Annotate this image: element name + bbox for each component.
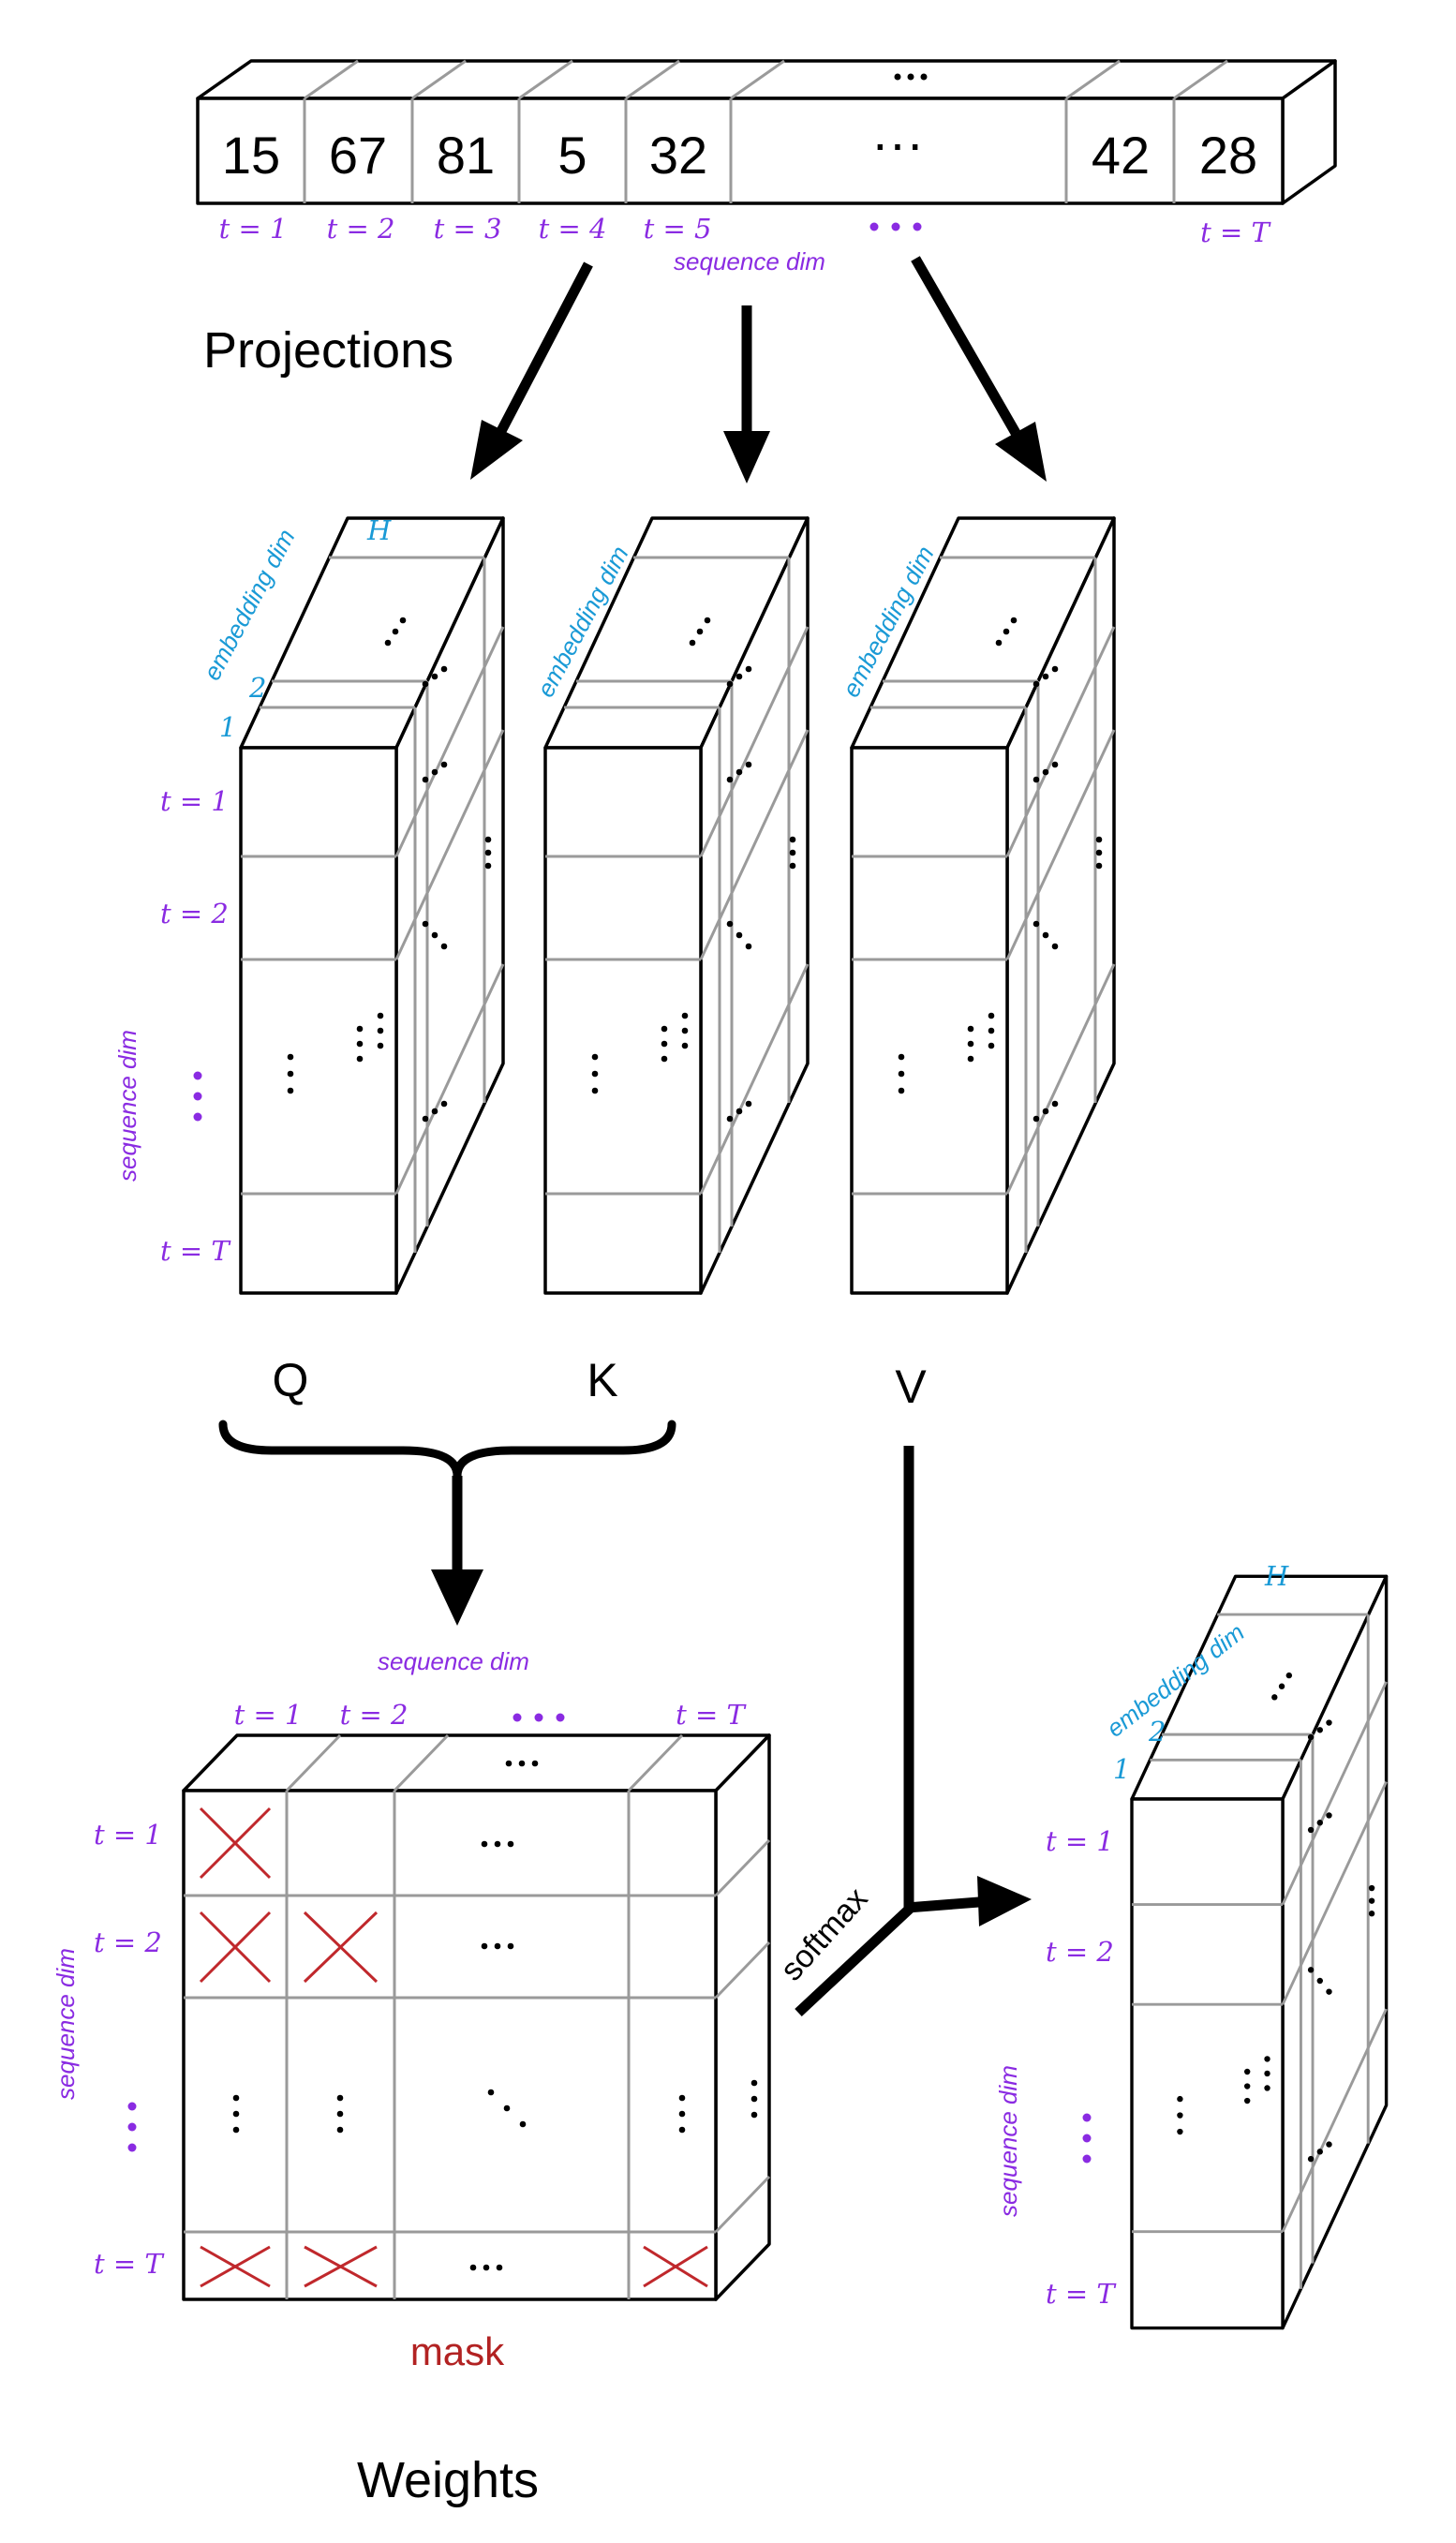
mask-cross <box>200 2245 271 2288</box>
input-sequence-strip: 15 67 81 5 32 ··· 42 28 t = 1 t = 2 t = … <box>196 59 1337 275</box>
seq-dot <box>127 2102 137 2111</box>
seq-dot <box>513 1713 522 1722</box>
output-emb-index-1: 1 <box>1113 1753 1130 1785</box>
time-label-5: t = 5 <box>644 213 712 245</box>
output-emb-index-2: 2 <box>1148 1716 1166 1747</box>
weights-row-label-T: t = T <box>94 2248 165 2280</box>
mask-cross <box>643 2245 708 2288</box>
token-2: 67 <box>329 126 387 185</box>
projection-arrows <box>470 256 1047 483</box>
mask-label: mask <box>410 2329 505 2373</box>
time-label-4: t = 4 <box>539 213 607 245</box>
top-dot <box>894 73 901 81</box>
seq-dot <box>913 222 922 231</box>
seq-dot <box>127 2122 137 2132</box>
seq-dot <box>193 1071 202 1080</box>
time-label-2: t = 2 <box>327 213 395 245</box>
seq-dot <box>127 2143 137 2152</box>
projections-label: Projections <box>203 322 453 379</box>
seq-dot <box>1082 2113 1092 2122</box>
v-label: V <box>895 1361 927 1413</box>
token-1: 15 <box>222 126 280 185</box>
token-8: 28 <box>1199 126 1257 185</box>
softmax-junction <box>795 1446 1032 2017</box>
seq-dot <box>534 1713 543 1722</box>
seq-dot <box>1082 2134 1092 2143</box>
top-dot <box>920 73 928 81</box>
time-label-1: t = 1 <box>219 213 288 245</box>
output-sequence-dim-label: sequence dim <box>994 2065 1022 2217</box>
mask-cross <box>303 1911 379 1984</box>
weights-col-label-T: t = T <box>676 1699 747 1731</box>
output-time-label-T: t = T <box>1046 2278 1117 2310</box>
seq-dot <box>556 1713 565 1722</box>
seq-dot <box>891 222 900 231</box>
seq-dot <box>193 1112 202 1122</box>
output-time-label-1: t = 1 <box>1046 1825 1114 1857</box>
emb-index-2: 2 <box>248 672 266 704</box>
weights-top-dim-label: sequence dim <box>378 1647 529 1675</box>
q-label: Q <box>273 1354 309 1406</box>
output-time-label-2: t = 2 <box>1046 1936 1114 1968</box>
token-7: 42 <box>1092 126 1150 185</box>
mask-cross <box>199 1911 272 1984</box>
token-4: 5 <box>557 126 587 185</box>
q-time-label-2: t = 2 <box>160 898 229 929</box>
token-3: 81 <box>437 126 495 185</box>
weights-matrix <box>182 1733 771 2301</box>
seq-dot <box>869 222 879 231</box>
weights-col-label-2: t = 2 <box>340 1699 409 1731</box>
tensor-q <box>239 516 505 1295</box>
token-5: 32 <box>649 126 707 185</box>
emb-index-1: 1 <box>219 711 236 743</box>
weights-title: Weights <box>357 2452 539 2508</box>
emb-index-H: H <box>366 514 392 546</box>
q-sequence-dim-label: sequence dim <box>113 1030 141 1182</box>
token-ellipsis: ··· <box>871 113 924 172</box>
mask-cross <box>304 2245 378 2288</box>
weights-row-label-1: t = 1 <box>94 1819 162 1851</box>
seq-dot <box>193 1092 202 1101</box>
top-dot <box>907 73 914 81</box>
sequence-dim-label: sequence dim <box>674 247 825 275</box>
q-time-label-1: t = 1 <box>160 785 229 817</box>
softmax-label: softmax <box>774 1881 875 1987</box>
seq-dot <box>1082 2154 1092 2164</box>
weights-col-label-1: t = 1 <box>234 1699 303 1731</box>
k-label: K <box>587 1354 617 1406</box>
weights-side-dim-label: sequence dim <box>52 1948 80 2100</box>
qk-brace <box>218 1420 676 1626</box>
time-label-3: t = 3 <box>434 213 502 245</box>
output-emb-index-H: H <box>1264 1560 1289 1592</box>
weights-row-label-2: t = 2 <box>94 1926 162 1958</box>
q-time-label-T: t = T <box>160 1235 231 1267</box>
time-label-T: t = T <box>1200 216 1271 248</box>
mask-cross <box>199 1807 272 1880</box>
